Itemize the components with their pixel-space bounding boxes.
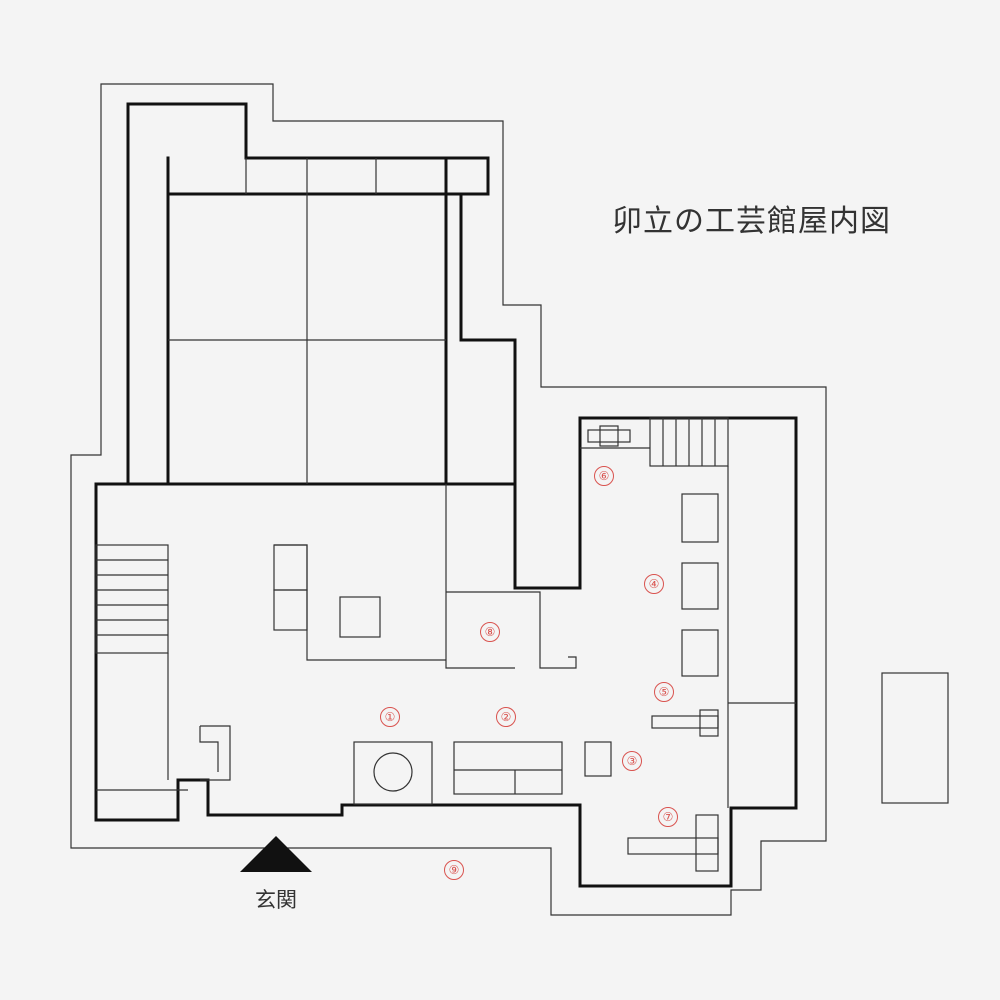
- marker-3: ③: [622, 751, 642, 771]
- entrance-label: 玄関: [255, 888, 297, 912]
- marker-7: ⑦: [658, 807, 678, 827]
- outbuilding: [881, 672, 949, 804]
- display-table-1: [353, 741, 433, 805]
- item-6: [587, 429, 631, 443]
- marker-6: ⑥: [594, 466, 614, 486]
- display-case-4b: [681, 562, 719, 610]
- marker-5: ⑤: [654, 682, 674, 702]
- stairs-left: [95, 544, 169, 780]
- stairs-right: [649, 417, 729, 467]
- loom-5: [651, 715, 719, 729]
- marker-9: ⑨: [444, 860, 464, 880]
- partitions: [96, 447, 796, 808]
- marker-1: ①: [380, 707, 400, 727]
- display-table-2: [453, 741, 563, 795]
- display-case-4c: [681, 629, 719, 677]
- building-walls: [94, 102, 798, 888]
- display-stand-3: [584, 741, 612, 777]
- round-item: [373, 752, 413, 792]
- furniture: [353, 425, 949, 872]
- marker-8: ⑧: [480, 622, 500, 642]
- loom-7: [627, 837, 719, 855]
- display-case-4a: [681, 493, 719, 543]
- entrance-arrow: [240, 836, 312, 872]
- marker-2: ②: [496, 707, 516, 727]
- site-boundary: [70, 83, 827, 916]
- tatami-room: [94, 156, 517, 486]
- marker-4: ④: [644, 574, 664, 594]
- page-title: 卯立の工芸館屋内図: [612, 204, 891, 239]
